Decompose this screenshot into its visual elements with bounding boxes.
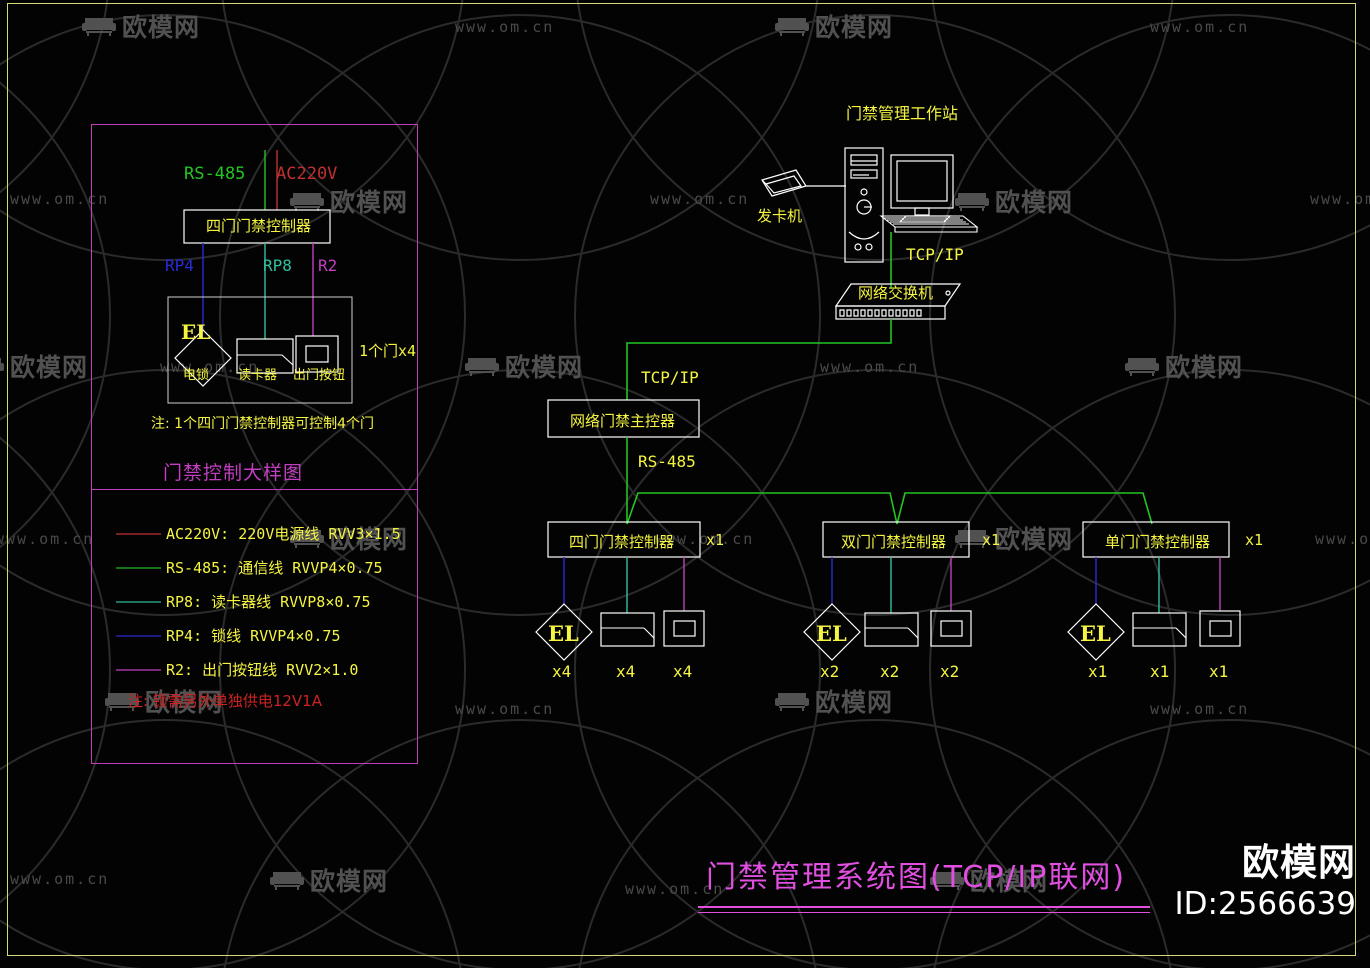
detail-rp8-label: RP8 xyxy=(263,256,292,275)
el-symbol-4door: EL xyxy=(548,621,579,646)
title-underline-1 xyxy=(698,906,1150,908)
detail-multiplier-label: 1个门x4 xyxy=(359,342,417,360)
title-underline-2 xyxy=(698,912,1150,913)
watermark-logo: 欧模网 xyxy=(1125,348,1243,384)
tcpip-label-lower: TCP/IP xyxy=(641,368,699,387)
legend-row-rs485: RS-485: 通信线 RVVP4×0.75 xyxy=(166,559,383,577)
legend-row-r2: R2: 出门按钮线 RVV2×1.0 xyxy=(166,661,359,679)
watermark-logo-text: 欧模网 xyxy=(815,688,894,717)
watermark-url: www.om.cn xyxy=(650,190,750,208)
watermark-logo-text: 欧模网 xyxy=(505,353,584,382)
card-issuer-label: 发卡机 xyxy=(757,207,803,225)
watermark-logo-text: 欧模网 xyxy=(970,867,1049,896)
watermark-logo-text: 欧模网 xyxy=(310,867,389,896)
watermark-url: www.om.cn xyxy=(1150,18,1250,36)
watermark-logo: 欧模网 xyxy=(775,683,893,719)
device-qty-2door-reader: x2 xyxy=(880,662,900,681)
watermark-logo-text: 欧模网 xyxy=(122,13,201,42)
controller-qty-4door: x1 xyxy=(706,531,725,549)
watermark-logo: 欧模网 xyxy=(930,862,1048,898)
watermark-url: www.om.cn xyxy=(0,530,95,548)
detail-panel-title: 门禁控制大样图 xyxy=(163,462,304,484)
watermark-logo: 欧模网 xyxy=(775,8,893,44)
detail-panel-upper-border xyxy=(91,124,418,490)
el-symbol-2door: EL xyxy=(816,621,847,646)
detail-controller-label: 四门门禁控制器 xyxy=(206,217,312,235)
network-switch-icon xyxy=(834,283,962,320)
drawing-frame-border xyxy=(7,3,1356,956)
detail-rs485-label: RS-485 xyxy=(184,164,246,184)
legend-row-rp8: RP8: 读卡器线 RVVP8×0.75 xyxy=(166,593,371,611)
watermark-url: www.om.cn xyxy=(820,358,920,376)
keyboard-icon xyxy=(879,215,979,233)
detail-device-label-reader: 读卡器 xyxy=(238,368,278,383)
watermark-logo-text: 欧模网 xyxy=(995,188,1074,217)
pc-tower-icon xyxy=(844,147,884,263)
controller-label-2door: 双门门禁控制器 xyxy=(841,533,947,551)
detail-ac220v-label: AC220V xyxy=(276,164,338,184)
legend-row-ac220v: AC220V: 220V电源线 RVV3×1.5 xyxy=(166,525,401,543)
detail-device-label-lock: 电锁 xyxy=(183,368,210,383)
watermark-logo-text: 欧模网 xyxy=(1165,353,1244,382)
main-title: 门禁管理系统图(TCP/IP联网) xyxy=(706,860,1127,895)
watermark-logo: 欧模网 xyxy=(0,348,88,384)
detail-device-label-exit: 出门按钮 xyxy=(293,368,346,383)
el-symbol-1door: EL xyxy=(1080,621,1111,646)
controller-label-4door: 四门门禁控制器 xyxy=(569,533,675,551)
watermark-logo: 欧模网 xyxy=(105,683,223,719)
watermark-logo-text: 欧模网 xyxy=(145,688,224,717)
device-qty-1door-reader: x1 xyxy=(1150,662,1170,681)
watermark-url: www.om.cn xyxy=(1150,700,1250,718)
device-qty-4door-lock: x4 xyxy=(552,662,572,681)
watermark-logo-text: 欧模网 xyxy=(815,13,894,42)
watermark-logo-text: 欧模网 xyxy=(330,188,409,217)
controller-label-1door: 单门门禁控制器 xyxy=(1105,533,1211,551)
watermark-logo-text: 欧模网 xyxy=(10,353,89,382)
legend-footnote: 注: 锁需另外单独供电12V1A xyxy=(128,692,322,710)
controller-qty-1door: x1 xyxy=(1245,531,1264,549)
tcpip-label-upper: TCP/IP xyxy=(906,245,964,264)
controller-qty-2door: x1 xyxy=(982,531,1001,549)
legend-row-rp4: RP4: 锁线 RVVP4×0.75 xyxy=(166,627,341,645)
device-qty-1door-lock: x1 xyxy=(1088,662,1108,681)
device-qty-2door-lock: x2 xyxy=(820,662,840,681)
watermark-url: www.om.cn xyxy=(1315,530,1370,548)
device-qty-2door-exit: x2 xyxy=(940,662,960,681)
watermark-url: www.om.cn xyxy=(10,870,110,888)
watermark-logo: 欧模网 xyxy=(290,183,408,219)
workstation-label: 门禁管理工作站 xyxy=(846,104,959,123)
watermark-logo: 欧模网 xyxy=(955,183,1073,219)
watermark-url: www.om.cn xyxy=(455,700,555,718)
network-switch-label: 网络交换机 xyxy=(858,284,934,302)
watermark-url: www.om.cn xyxy=(160,358,260,376)
watermark-url: www.om.cn xyxy=(455,18,555,36)
detail-panel-graphics xyxy=(116,150,353,671)
device-qty-4door-exit: x4 xyxy=(673,662,693,681)
detail-rp4-label: RP4 xyxy=(165,256,194,275)
watermark-logo: 欧模网 xyxy=(290,520,408,556)
rs485-bus-label: RS-485 xyxy=(638,452,696,471)
detail-el-symbol: EL xyxy=(181,320,211,344)
brand-id-text: ID:2566639 xyxy=(1174,886,1356,922)
device-qty-1door-exit: x1 xyxy=(1209,662,1229,681)
watermark-url: www.om.cn xyxy=(655,530,755,548)
watermark-logo: 欧模网 xyxy=(465,348,583,384)
watermark-logo: 欧模网 xyxy=(82,8,200,44)
brand-logo-text: 欧模网 xyxy=(1242,841,1356,884)
watermark-logo: 欧模网 xyxy=(955,520,1073,556)
detail-note: 注: 1个四门门禁控制器可控制4个门 xyxy=(151,416,374,432)
watermark-logo-text: 欧模网 xyxy=(995,525,1074,554)
watermark-logo: 欧模网 xyxy=(270,862,388,898)
watermark-url: www.om.cn xyxy=(625,880,725,898)
device-qty-4door-reader: x4 xyxy=(616,662,636,681)
watermark-url: www.om.cn xyxy=(10,190,110,208)
main-controller-label: 网络门禁主控器 xyxy=(570,412,676,430)
detail-r2-label: R2 xyxy=(318,256,338,275)
watermark-logo-text: 欧模网 xyxy=(330,525,409,554)
